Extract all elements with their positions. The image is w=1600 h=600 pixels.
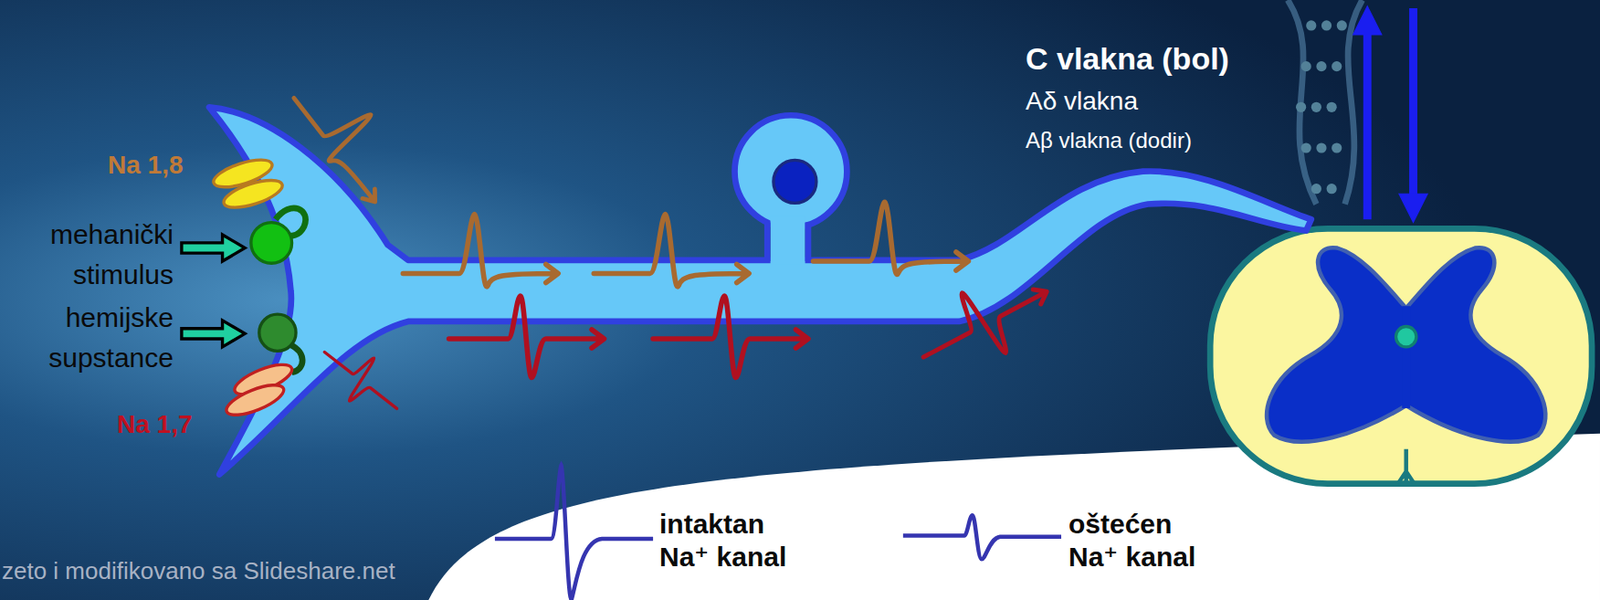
median-fissure: [1398, 449, 1415, 485]
source-note-box: zeto i modifikovano sa Slideshare.net: [1, 557, 396, 586]
mechanoreceptor: [251, 222, 293, 264]
action-potential: [449, 295, 605, 378]
legend-text: oštećen Na⁺ kanal: [1068, 507, 1220, 574]
channel-label-box: Na 1,8: [107, 149, 184, 181]
receptors: [181, 154, 306, 422]
descending-arrow: [1409, 8, 1418, 200]
helix-dot: [1326, 183, 1337, 194]
helix-dot: [1311, 102, 1322, 113]
legend-text-box: intaktan Na⁺ kanal: [659, 507, 811, 574]
stimulus-label: hemijske supstance: [1, 297, 174, 379]
helix-dot: [1315, 142, 1327, 153]
action-potential: [652, 295, 809, 378]
channel-label: Na 1,8: [107, 149, 184, 181]
grey-matter-outline: [1406, 249, 1544, 440]
soma-stalk-edge: [805, 222, 812, 262]
action-potentials-na18: [284, 66, 969, 287]
arrow-head: [1399, 193, 1428, 222]
helix-dot: [1336, 20, 1348, 31]
grey-matter: [1268, 249, 1406, 440]
helix-dot: [1301, 61, 1312, 72]
legend-text: intaktan Na⁺ kanal: [659, 507, 811, 574]
ascending-arrow: [1363, 31, 1372, 221]
channel-label: Na 1,7: [116, 409, 193, 441]
soma-stalk-edge: [764, 222, 771, 262]
action-potentials-na17: [310, 257, 1064, 427]
grey-matter-outline: [1268, 249, 1406, 440]
chemoreceptor: [259, 314, 296, 351]
grey-matter: [1401, 305, 1411, 409]
helix-dot: [1326, 102, 1337, 113]
nucleus: [773, 159, 817, 203]
stimulus-label-box: hemijske supstance: [1, 297, 174, 379]
channel-label-box: Na 1,7: [116, 409, 193, 441]
soma: [734, 115, 847, 228]
action-potential: [402, 214, 558, 287]
white-matter: [1210, 228, 1592, 484]
spinal-cord: [1210, 228, 1592, 484]
action-potential: [813, 201, 969, 274]
helix-strand: [1287, 0, 1316, 204]
grey-matter: [1406, 249, 1544, 440]
stimulus-label: mehanički stimulus: [1, 214, 174, 295]
helix-dot: [1295, 102, 1306, 113]
fiber-type-label-box: Aδ vlakna: [1025, 85, 1138, 117]
helix-dot: [1331, 61, 1342, 72]
action-potential: [310, 331, 413, 427]
intact-spike-sample: [494, 465, 653, 600]
helix-dot: [1301, 142, 1312, 153]
neuron-body: [209, 106, 1312, 474]
action-potential: [593, 214, 749, 287]
na18-channel: [221, 174, 286, 213]
helix-dot: [1311, 183, 1322, 194]
fiber-type-label: Aβ vlakna (dodir): [1025, 126, 1192, 154]
stimulus-arrow: [181, 320, 245, 348]
action-potential: [284, 66, 415, 209]
na17-channel: [222, 378, 288, 422]
soma-stalk: [770, 216, 806, 265]
action-potential: [905, 257, 1064, 389]
fiber-type-label-box: Aβ vlakna (dodir): [1025, 126, 1192, 154]
source-note: zeto i modifikovano sa Slideshare.net: [1, 557, 396, 586]
fiber-type-label: C vlakna (bol): [1025, 40, 1230, 78]
stimulus-arrow: [181, 234, 245, 262]
damaged-spike-sample: [903, 515, 1062, 559]
arrow-head: [1353, 6, 1382, 35]
sensory-neuron: [209, 106, 1312, 474]
helix-dot: [1315, 61, 1327, 72]
stimulus-label-box: mehanički stimulus: [1, 214, 174, 295]
helix-dot: [1331, 142, 1342, 153]
helix-dot: [1321, 20, 1332, 31]
dna-helix: [1287, 0, 1363, 204]
helix-dot: [1305, 20, 1316, 31]
legend-text-box: oštećen Na⁺ kanal: [1068, 507, 1220, 574]
fiber-type-label-box: C vlakna (bol): [1025, 40, 1230, 78]
fiber-type-label: Aδ vlakna: [1025, 85, 1138, 117]
spinal-arrows: [1353, 6, 1429, 223]
central-canal: [1396, 326, 1417, 348]
